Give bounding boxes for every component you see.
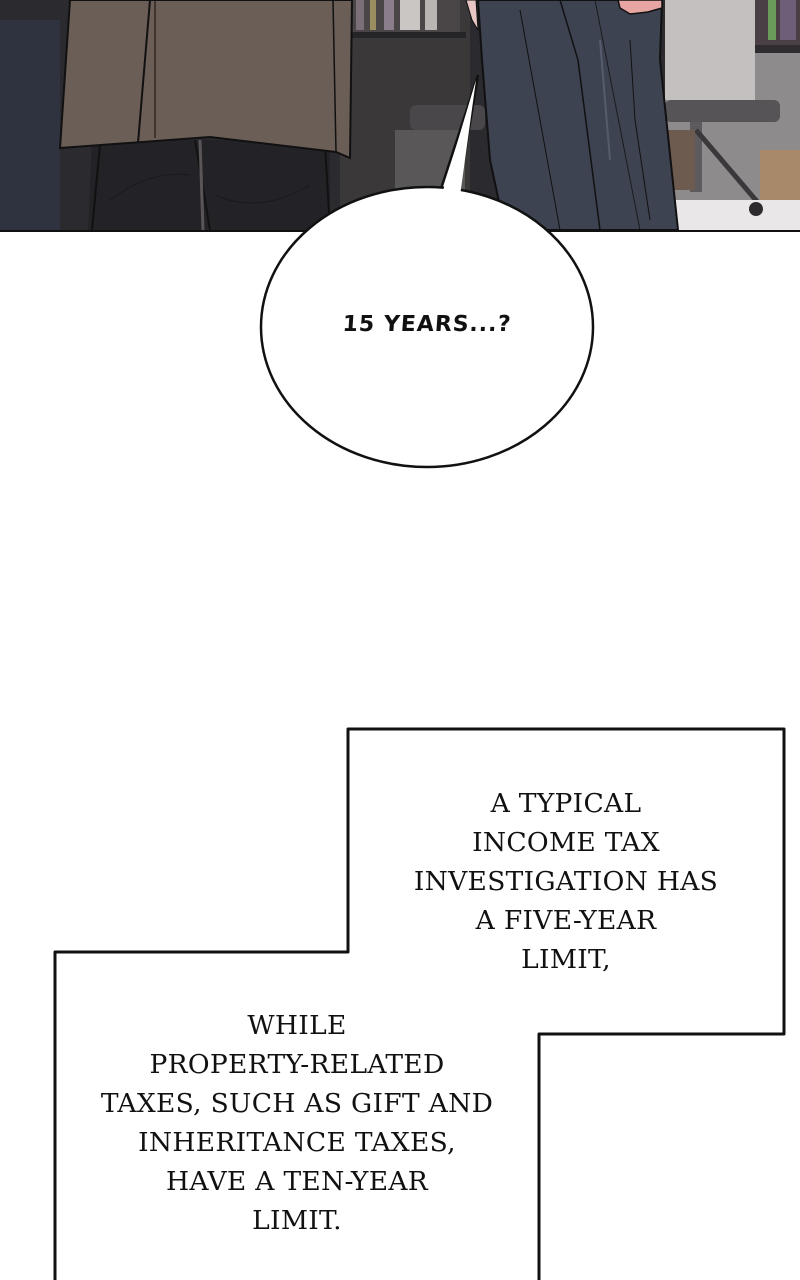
caption-line: LIMIT, <box>521 944 611 975</box>
comic-panel-illustration <box>0 0 800 232</box>
caption-line: LIMIT. <box>252 1205 342 1236</box>
caption-line: A TYPICAL <box>490 788 642 819</box>
caption-line: TAXES, SUCH AS GIFT AND <box>100 1088 494 1119</box>
caption-box-income-tax: A TYPICAL INCOME TAX INVESTIGATION HAS A… <box>366 784 766 979</box>
office-scene-illustration <box>0 0 800 230</box>
caption-line: PROPERTY-RELATED <box>149 1049 445 1080</box>
caption-line: INHERITANCE TAXES, <box>138 1127 456 1158</box>
caption-line: HAVE A TEN-YEAR <box>165 1166 429 1197</box>
caption-line: WHILE <box>247 1010 347 1041</box>
caption-line: INCOME TAX <box>472 827 660 858</box>
caption-line: A FIVE-YEAR <box>475 905 657 936</box>
caption-line: INVESTIGATION HAS <box>413 866 719 897</box>
caption-box-property-tax: WHILE PROPERTY-RELATED TAXES, SUCH AS GI… <box>62 1006 532 1240</box>
speech-bubble-text: 15 YEARS...? <box>341 312 513 337</box>
